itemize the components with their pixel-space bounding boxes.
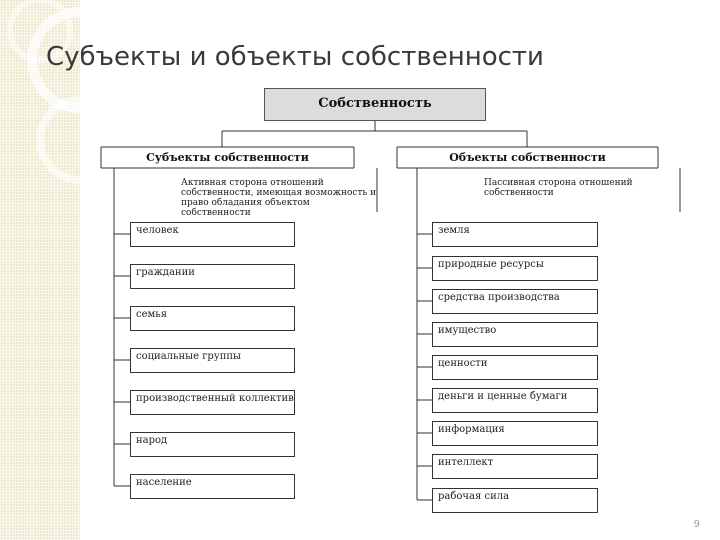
- objects-note: Пассивная сторона отношений собственност…: [484, 178, 633, 198]
- object-item: информация: [432, 421, 598, 446]
- object-item: земля: [432, 222, 598, 247]
- slide-title: Субъекты и объекты собственности: [46, 42, 544, 72]
- decorative-circles: [7, 0, 80, 184]
- page-number: 9: [693, 519, 700, 530]
- subject-item: человек: [130, 222, 295, 247]
- subject-item: производственный коллектив: [130, 390, 295, 415]
- object-item: интеллект: [432, 454, 598, 479]
- subjects-note: Активная сторона отношений собственности…: [181, 178, 377, 218]
- object-item: рабочая сила: [432, 488, 598, 513]
- object-item: средства производства: [432, 289, 598, 314]
- subject-item: народ: [130, 432, 295, 457]
- objects-heading: Объекты собственности: [449, 151, 606, 164]
- subject-item: социальные группы: [130, 348, 295, 373]
- root-node: Собственность: [264, 88, 486, 121]
- object-item: деньги и ценные бумаги: [432, 388, 598, 413]
- object-item: имущество: [432, 322, 598, 347]
- object-item: ценности: [432, 355, 598, 380]
- subject-item: население: [130, 474, 295, 499]
- subjects-heading: Субъекты собственности: [146, 151, 309, 164]
- subject-item: граждании: [130, 264, 295, 289]
- subject-item: семья: [130, 306, 295, 331]
- object-item: природные ресурсы: [432, 256, 598, 281]
